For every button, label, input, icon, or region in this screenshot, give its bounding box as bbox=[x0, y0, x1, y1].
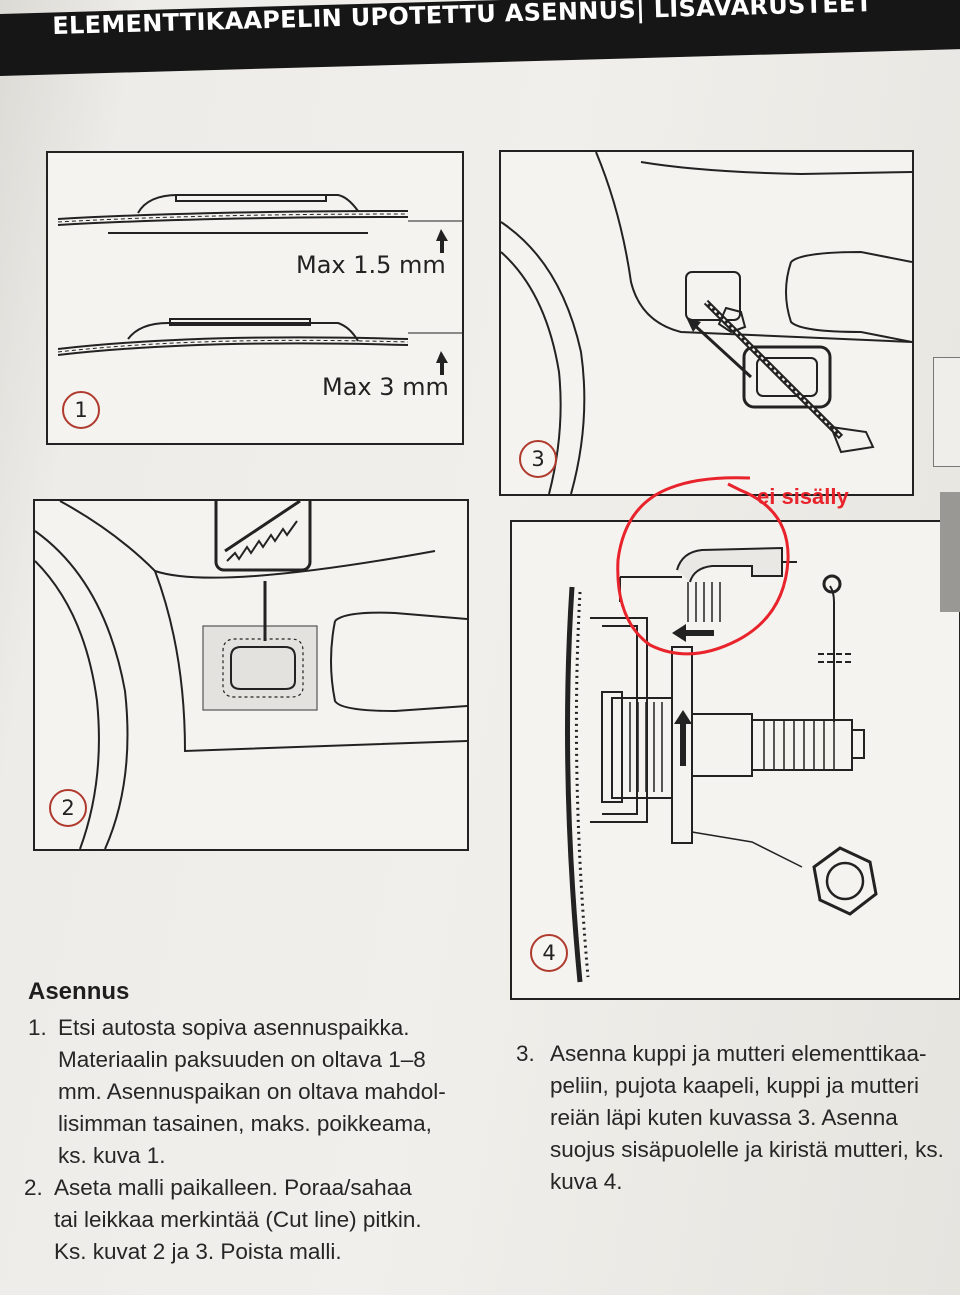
step-3: 3. Asenna kuppi ja mutteri elementtikaa-… bbox=[516, 1038, 956, 1208]
step-line: peliin, pujota kaapeli, kuppi ja mutteri bbox=[550, 1073, 919, 1098]
figure-3: 3 bbox=[499, 150, 914, 496]
step-line: tai leikkaa merkintää (Cut line) pitkin. bbox=[54, 1207, 422, 1232]
max-thickness-label-1: Max 1.5 mm bbox=[296, 251, 446, 279]
not-included-note: ei sisälly bbox=[757, 484, 849, 509]
figure-number-badge: 3 bbox=[519, 440, 557, 478]
step-text: Aseta malli paikalleen. Poraa/sahaa tai … bbox=[54, 1172, 422, 1268]
step-line: Ks. kuvat 2 ja 3. Poista malli. bbox=[54, 1239, 342, 1264]
figure-number-badge: 4 bbox=[530, 934, 568, 972]
step-line: Aseta malli paikalleen. Poraa/sahaa bbox=[54, 1175, 412, 1200]
step-number: 3. bbox=[516, 1041, 535, 1066]
step-line: Materiaalin paksuuden on oltava 1–8 bbox=[58, 1047, 426, 1072]
step-line: reiän läpi kuten kuvassa 3. Asenna bbox=[550, 1105, 898, 1130]
figure-4-drawing bbox=[565, 546, 878, 983]
edge-tab bbox=[940, 492, 960, 612]
step-number: 1. bbox=[28, 1015, 47, 1040]
figure-number-badge: 2 bbox=[49, 789, 87, 827]
step-line: ks. kuva 1. bbox=[58, 1143, 166, 1168]
step-text: Asenna kuppi ja mutteri elementtikaa- pe… bbox=[550, 1038, 944, 1198]
step-2: 2. Aseta malli paikalleen. Poraa/sahaa t… bbox=[24, 1172, 484, 1272]
step-line: kuva 4. bbox=[550, 1169, 623, 1194]
step-line: Asenna kuppi ja mutteri elementtikaa- bbox=[550, 1041, 927, 1066]
step-line: lisimman tasainen, maks. poikkeama, bbox=[58, 1111, 432, 1136]
step-number: 2. bbox=[24, 1175, 43, 1200]
figure-4: 4 bbox=[510, 520, 960, 1000]
instructions-title: Asennus bbox=[28, 978, 130, 1005]
step-line: suojus sisäpuolelle ja kiristä mutteri, … bbox=[550, 1137, 944, 1162]
edge-box bbox=[933, 357, 960, 467]
figure-1-drawing bbox=[57, 194, 462, 375]
figure-3-drawing bbox=[501, 152, 912, 494]
step-line: mm. Asennuspaikan on oltava mahdol- bbox=[58, 1079, 446, 1104]
figure-1: Max 1.5 mm Max 3 mm 1 bbox=[46, 151, 464, 445]
step-line: Etsi autosta sopiva asennuspaikka. bbox=[58, 1015, 410, 1040]
figure-2-drawing bbox=[35, 501, 467, 849]
figure-2: 2 bbox=[33, 499, 469, 851]
step-1: 1. Etsi autosta sopiva asennuspaikka. Ma… bbox=[28, 1012, 488, 1182]
max-thickness-label-2: Max 3 mm bbox=[322, 373, 449, 401]
step-text: Etsi autosta sopiva asennuspaikka. Mater… bbox=[58, 1012, 446, 1172]
figure-number-badge: 1 bbox=[62, 391, 100, 429]
